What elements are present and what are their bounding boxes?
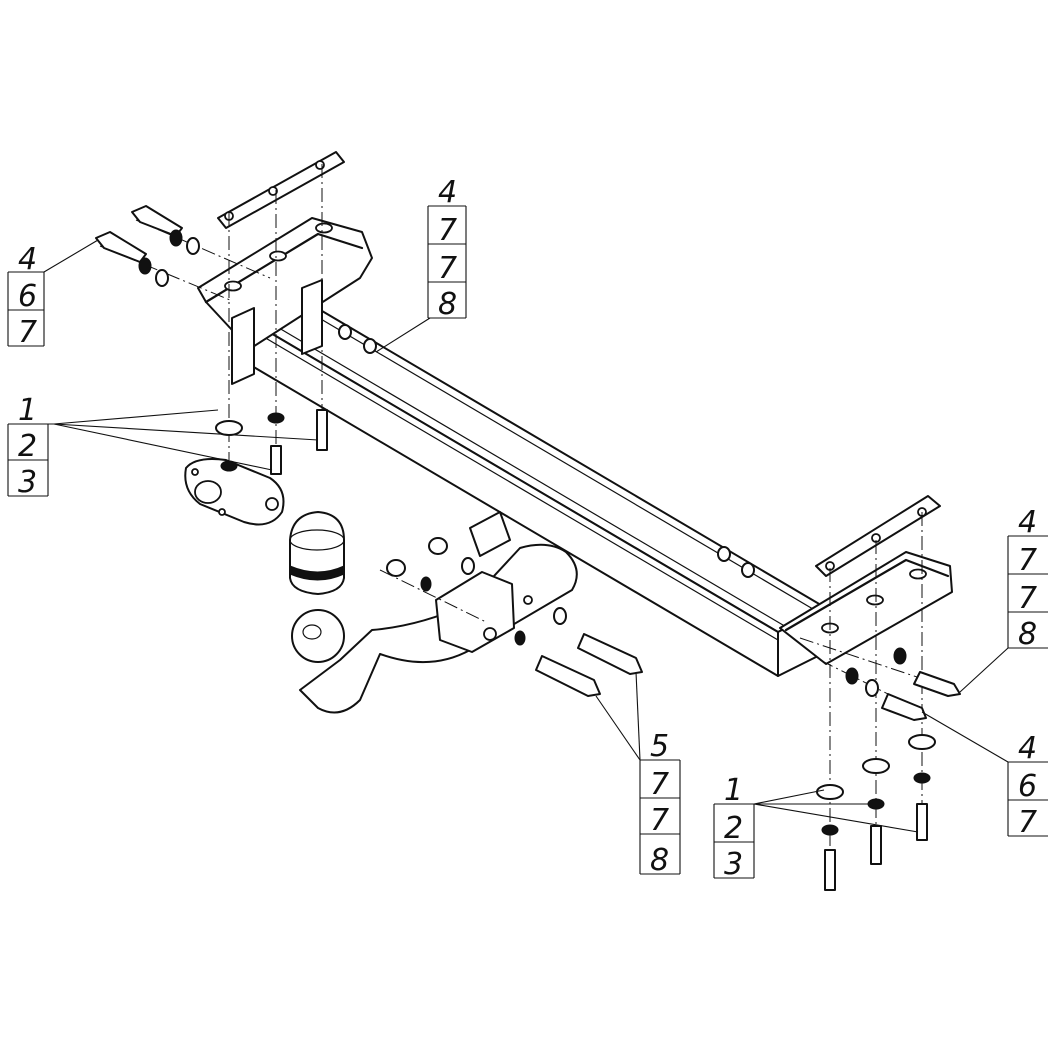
callout-num: 3: [724, 847, 743, 882]
callout-num: 7: [1018, 805, 1037, 840]
callout-num: 7: [18, 315, 37, 350]
callout-num: 8: [650, 843, 669, 878]
callout-num: 3: [18, 465, 37, 500]
callout-left-middle: 1 2 3: [7, 393, 54, 500]
callout-num: 4: [438, 175, 457, 210]
tow-ball-arm: [291, 511, 578, 714]
callout-num: 4: [18, 242, 37, 277]
callout-bottom-center: 5 7 7 8: [639, 729, 681, 878]
left-counter-plate: [217, 151, 345, 229]
callout-num: 7: [650, 767, 669, 802]
right-mounting-bracket: [779, 551, 953, 665]
callout-num: 1: [18, 393, 37, 428]
callout-num: 8: [1018, 617, 1037, 652]
callout-num: 2: [724, 811, 743, 846]
callout-num: 7: [438, 213, 457, 248]
left-mounting-bracket: [197, 217, 373, 385]
ball-cap: [289, 511, 345, 595]
left-side-flange: [184, 458, 285, 526]
callout-num: 7: [650, 803, 669, 838]
fasteners: [95, 205, 961, 891]
leader-lines: [43, 239, 1009, 833]
callout-num: 1: [724, 773, 743, 808]
callout-num: 5: [650, 729, 669, 764]
callout-top-center: 4 7 7 8: [427, 175, 467, 322]
callout-bottom-right: 1 2 3: [713, 773, 760, 882]
right-counter-plate: [815, 495, 941, 577]
callout-num: 7: [438, 251, 457, 286]
callout-right-upper: 4 7 7 8: [1007, 505, 1048, 652]
callout-top-left: 4 6 7: [7, 242, 45, 350]
callout-num: 4: [1018, 731, 1037, 766]
callout-num: 6: [1018, 769, 1037, 804]
callout-num: 4: [1018, 505, 1037, 540]
callout-right-lower: 4 6 7: [1007, 731, 1048, 840]
callout-num: 2: [18, 429, 37, 464]
centerlines: [99, 164, 951, 870]
callout-num: 7: [1018, 581, 1037, 616]
callout-num: 8: [438, 287, 457, 322]
callout-num: 6: [18, 279, 37, 314]
callout-num: 7: [1018, 543, 1037, 578]
